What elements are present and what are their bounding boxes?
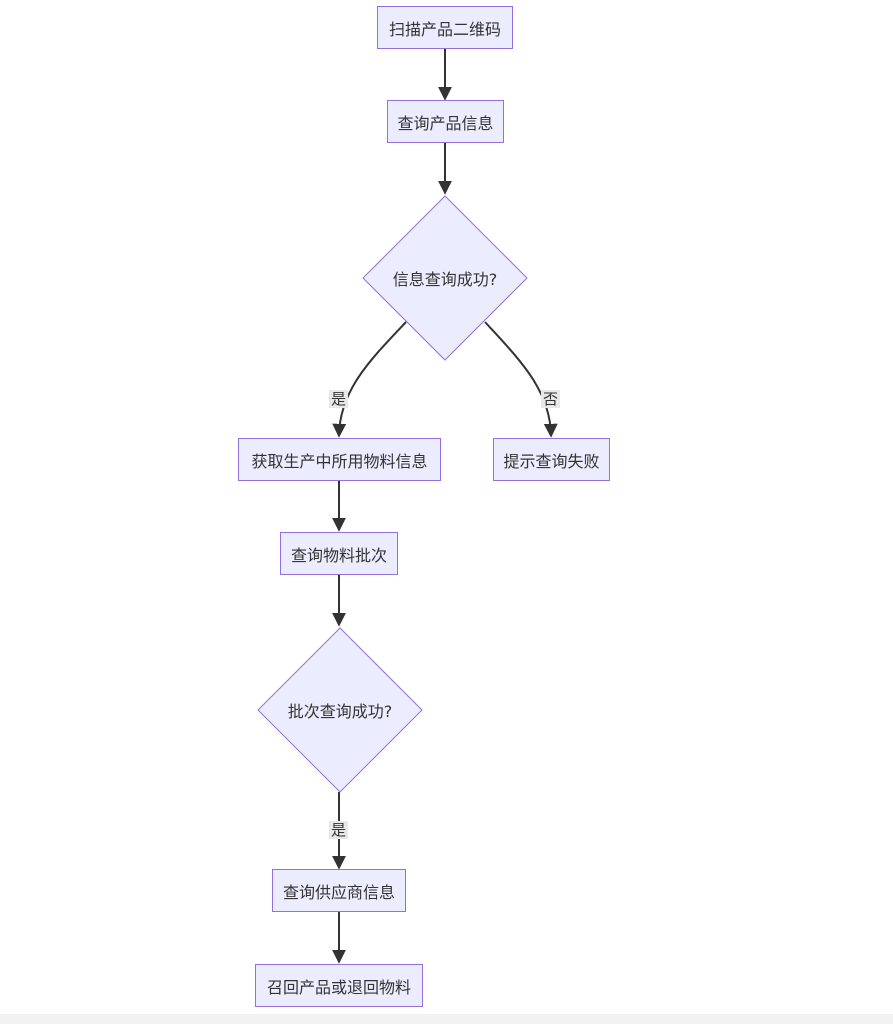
edge-label-info-yes: 是: [329, 390, 349, 408]
edge-label-info-no: 否: [541, 390, 561, 408]
decision-info-query: 信息查询成功?: [362, 195, 528, 361]
decision-label: 信息查询成功?: [392, 270, 498, 289]
decision-shape: [257, 627, 423, 793]
node-query-product: 查询产品信息: [387, 100, 504, 143]
node-recall: 召回产品或退回物料: [255, 964, 423, 1007]
bottom-strip: [0, 1014, 893, 1024]
edge-label-batch-yes: 是: [329, 821, 349, 839]
node-query-supplier: 查询供应商信息: [272, 869, 406, 912]
node-scan-qr: 扫描产品二维码: [377, 6, 513, 49]
edge-decision-no: [484, 321, 558, 438]
node-fail-prompt: 提示查询失败: [493, 438, 610, 481]
node-get-materials: 获取生产中所用物料信息: [238, 438, 441, 481]
decision-shape: [362, 195, 528, 361]
decision-batch-query: 批次查询成功?: [257, 627, 423, 793]
decision-label: 批次查询成功?: [287, 702, 393, 721]
node-query-batch: 查询物料批次: [280, 532, 398, 575]
edge-decision-yes: [332, 321, 407, 438]
